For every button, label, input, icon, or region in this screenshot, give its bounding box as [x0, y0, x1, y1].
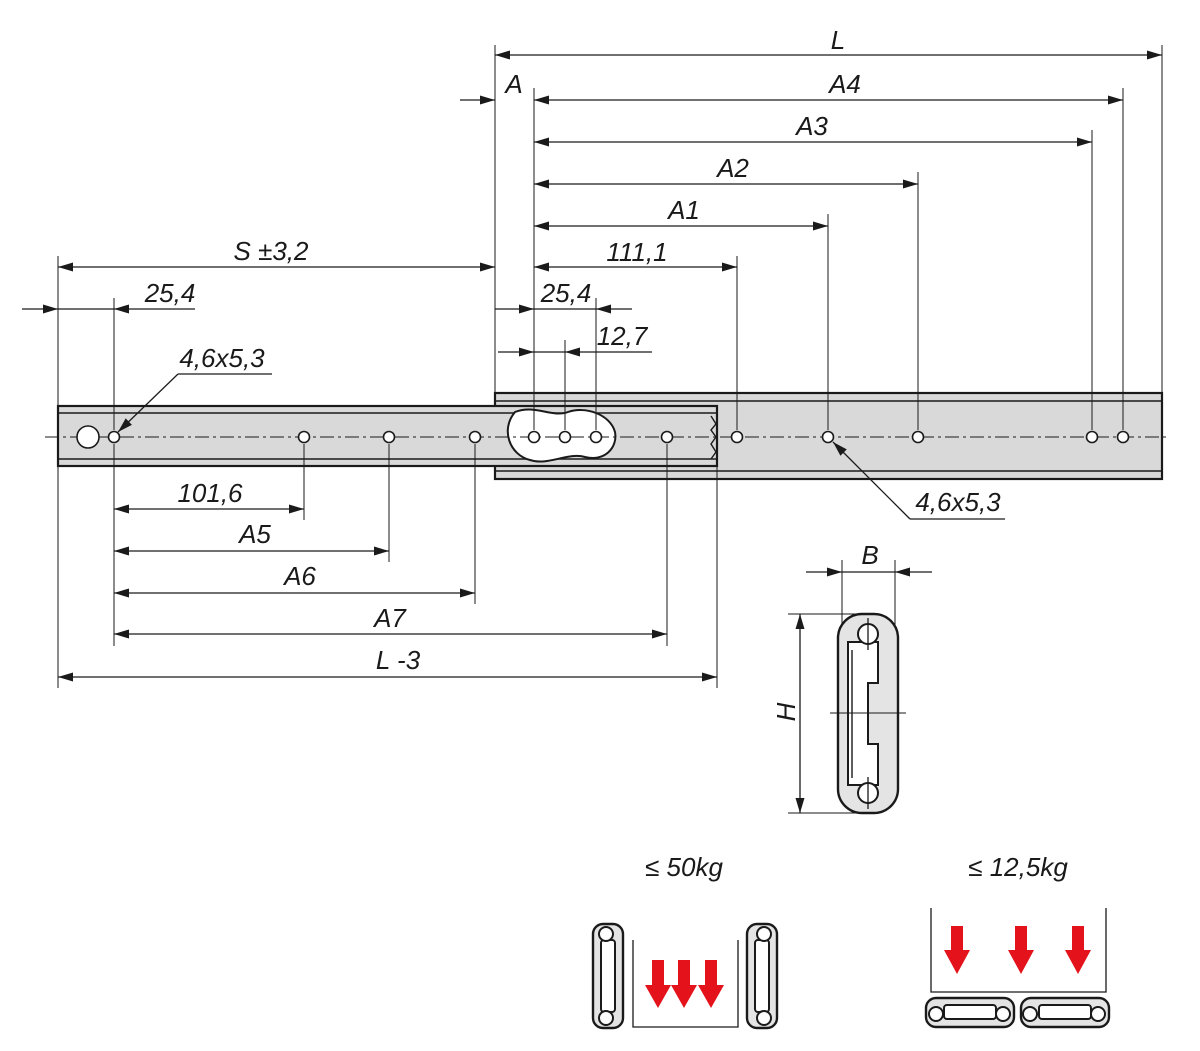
hole: [558, 430, 572, 444]
dimension-A1: A1: [534, 195, 828, 231]
mounting-holes: [76, 425, 1130, 449]
leader-hole-left: 4,6x5,3: [114, 343, 272, 436]
dimension-mid-25: 25,4: [495, 278, 632, 314]
dimension-L: L: [495, 25, 1162, 60]
dimension-111-label: 111,1: [606, 237, 667, 267]
hole: [730, 430, 744, 444]
dimension-A4-label: A4: [827, 69, 861, 99]
leader-hole-right: 4,6x5,3: [829, 438, 1005, 520]
load-vertical-label: ≤ 50kg: [645, 852, 723, 882]
dimension-L-minus: L -3: [58, 645, 717, 682]
dimension-A1-label: A1: [666, 195, 700, 225]
dimension-A7-label: A7: [372, 603, 407, 633]
dimension-111: 111,1: [534, 237, 737, 272]
dimension-L-minus-label: L -3: [376, 645, 421, 675]
extension-lines: [57, 45, 1163, 688]
section-width-label: B: [861, 540, 878, 570]
dimension-101-label: 101,6: [177, 478, 243, 508]
dimension-101: 101,6: [114, 478, 304, 514]
dimension-A6: A6: [114, 561, 475, 598]
rail-end-hole: [76, 425, 100, 449]
dimension-A4: A4: [534, 69, 1123, 105]
dimension-12: 12,7: [498, 321, 652, 357]
hole: [527, 430, 541, 444]
hole: [589, 430, 603, 444]
dimension-A7: A7: [114, 603, 667, 639]
hole: [107, 430, 121, 444]
dimension-left-25: 25,4: [22, 278, 195, 314]
hole: [911, 430, 925, 444]
load-horizontal-label: ≤ 12,5kg: [968, 852, 1068, 882]
dimension-A2-label: A2: [715, 153, 749, 183]
dimension-A5: A5: [114, 519, 389, 556]
dimension-S-label: S ±3,2: [234, 236, 310, 266]
leader-hole-left-label: 4,6x5,3: [179, 343, 265, 373]
leader-hole-right-label: 4,6x5,3: [915, 487, 1001, 517]
hole: [468, 430, 482, 444]
dimension-A-label: A: [503, 69, 522, 99]
hole: [821, 430, 835, 444]
hole: [1116, 430, 1130, 444]
dimension-left-25-label: 25,4: [144, 278, 196, 308]
dimension-A2: A2: [534, 153, 918, 189]
dimension-mid-25-label: 25,4: [540, 278, 592, 308]
load-case-horizontal: ≤ 12,5kg: [924, 852, 1111, 1029]
load-case-vertical: ≤ 50kg: [591, 852, 779, 1030]
dimension-A: A: [460, 69, 549, 105]
section-height-label: H: [771, 702, 801, 721]
dimension-A3: A3: [534, 111, 1092, 147]
hole: [660, 430, 674, 444]
dimension-S: S ±3,2: [58, 236, 495, 272]
hole: [1085, 430, 1099, 444]
hole: [297, 430, 311, 444]
dimension-A3-label: A3: [794, 111, 828, 141]
section-view: B H: [771, 540, 932, 815]
dimension-12-label: 12,7: [597, 321, 649, 351]
dimension-A6-label: A6: [282, 561, 316, 591]
hole: [382, 430, 396, 444]
dimension-L-label: L: [831, 25, 845, 55]
dimension-A5-label: A5: [237, 519, 271, 549]
